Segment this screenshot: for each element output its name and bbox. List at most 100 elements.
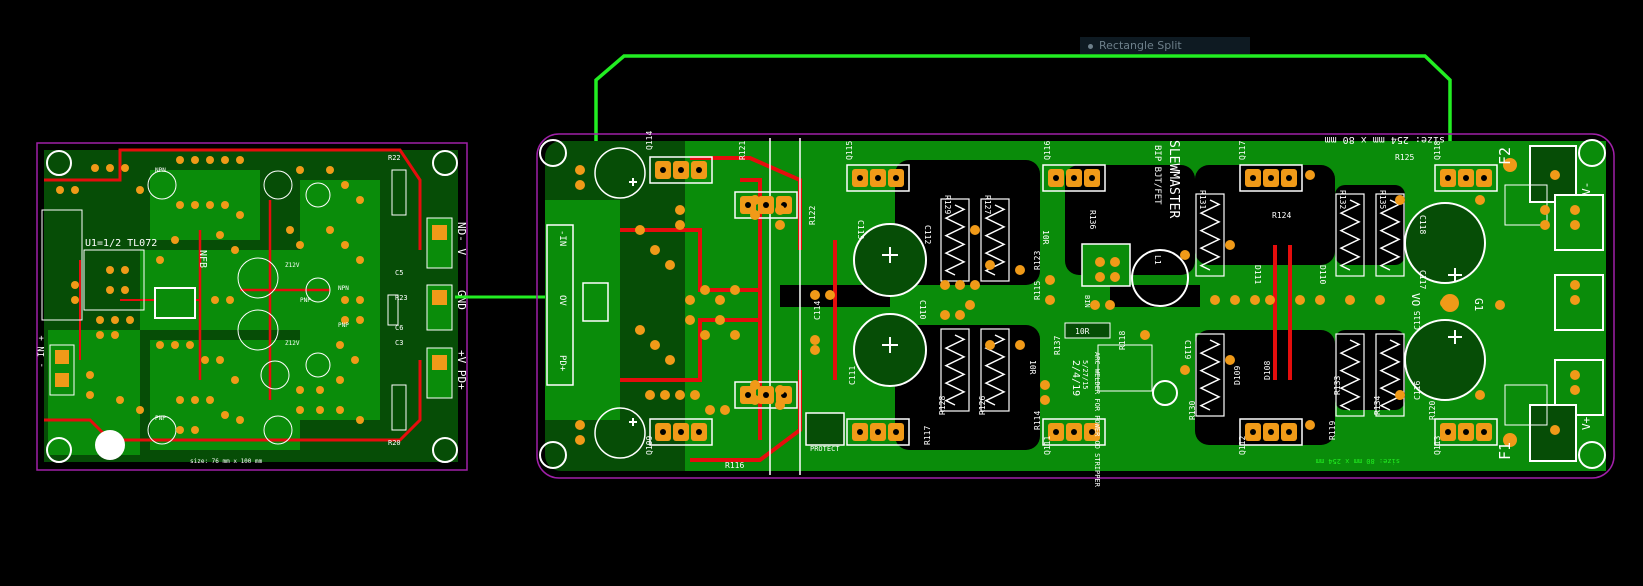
transistor-outline <box>1042 164 1106 192</box>
pad <box>775 400 785 410</box>
pad <box>970 225 980 235</box>
pad <box>341 241 349 249</box>
resistor-zigzag <box>1199 199 1221 271</box>
resistor-outline <box>1335 193 1365 277</box>
pad <box>136 406 144 414</box>
pad <box>191 201 199 209</box>
resistor-outline <box>1195 333 1225 417</box>
transistor-outline <box>649 418 713 446</box>
title-box <box>1097 344 1153 392</box>
transistor <box>237 309 279 351</box>
left-heatsink-bar <box>41 209 83 321</box>
pad <box>1265 295 1275 305</box>
pad <box>665 260 675 270</box>
pad <box>106 164 114 172</box>
refdes-q112: Q112 <box>1238 436 1247 455</box>
left-mount-hole-bl <box>46 437 72 463</box>
pad-drill <box>1445 175 1451 181</box>
pad <box>575 165 585 175</box>
pad <box>675 220 685 230</box>
pad <box>296 386 304 394</box>
pad <box>351 356 359 364</box>
transistor <box>237 257 279 299</box>
left-pad-square-5 <box>55 373 69 387</box>
pad <box>1305 170 1315 180</box>
pad <box>1475 195 1485 205</box>
pad-drill <box>660 167 666 173</box>
right-input-terminal[interactable] <box>546 224 574 386</box>
pad <box>750 395 760 405</box>
pad <box>326 226 334 234</box>
right-red-traces <box>620 156 1292 462</box>
pad <box>1495 300 1505 310</box>
f2-label: F2 <box>1496 147 1514 165</box>
pad <box>690 390 700 400</box>
pad <box>675 205 685 215</box>
pad-drill <box>875 175 881 181</box>
left-nfb-jumper[interactable] <box>154 287 196 319</box>
left-red-trace-2 <box>44 360 422 442</box>
protect-jumper[interactable] <box>805 412 845 446</box>
left-npn-1: NPN <box>155 167 166 174</box>
pad <box>750 380 760 390</box>
pad-drill <box>1463 429 1469 435</box>
pad <box>91 164 99 172</box>
pad <box>236 156 244 164</box>
pad <box>116 396 124 404</box>
pad <box>1395 390 1405 400</box>
refdes-r126: R126 <box>978 396 987 415</box>
pad <box>1140 330 1150 340</box>
pad <box>296 406 304 414</box>
pad <box>1040 395 1050 405</box>
pad-drill <box>1053 429 1059 435</box>
right-mount-hole-bl <box>539 441 567 469</box>
pad <box>1550 425 1560 435</box>
right-power-resistors <box>940 193 1405 417</box>
pad-drill <box>857 175 863 181</box>
pad <box>970 280 980 290</box>
left-nfb-label: NFB <box>197 250 208 268</box>
tooltip-bullet-icon <box>1088 43 1093 49</box>
refdes-r133: R133 <box>1333 376 1342 395</box>
pad <box>575 180 585 190</box>
pad <box>575 420 585 430</box>
pad <box>156 256 164 264</box>
pad <box>1315 295 1325 305</box>
left-pad-square-4 <box>55 350 69 364</box>
pad <box>231 246 239 254</box>
pad <box>1570 370 1580 380</box>
right-board[interactable]: SLEWMASTER BIP BJT/FET size: 254 mm x 80… <box>536 131 1615 488</box>
pad <box>810 335 820 345</box>
left-terminal-vminus[interactable] <box>426 217 453 269</box>
pad <box>106 286 114 294</box>
pad <box>1045 275 1055 285</box>
wire-output-loop <box>594 54 1452 303</box>
refdes-r119: R119 <box>1328 421 1337 440</box>
pad <box>1110 272 1120 282</box>
transistor <box>305 182 331 208</box>
refdes-c117: C117 <box>1418 270 1427 289</box>
resistor-zigzag <box>1199 339 1221 411</box>
right-input-jumper[interactable] <box>582 282 609 322</box>
pad <box>221 411 229 419</box>
pad <box>700 330 710 340</box>
left-board[interactable]: U1=1/2 TL072 NFB - IN + ND- V GND +V PD+… <box>36 142 468 471</box>
tooltip-text: Rectangle Split <box>1099 39 1182 52</box>
pad <box>71 186 79 194</box>
g1-label: G1 <box>1472 298 1485 311</box>
pad <box>111 331 119 339</box>
refdes-c114: C114 <box>813 301 822 320</box>
ov-label: OV <box>557 295 567 306</box>
pd-plus-label: PD+ <box>557 355 567 372</box>
pad-drill <box>893 175 899 181</box>
pad <box>341 181 349 189</box>
resistor-zigzag <box>1379 339 1401 411</box>
resistor-outline <box>940 198 970 282</box>
pad <box>171 341 179 349</box>
pad <box>720 405 730 415</box>
size-bottom-label: size: 80 mm x 254 mm <box>1316 457 1400 465</box>
pad <box>356 416 364 424</box>
refdes-r122: R122 <box>808 206 817 225</box>
pad <box>121 164 129 172</box>
pad-drill <box>1089 175 1095 181</box>
